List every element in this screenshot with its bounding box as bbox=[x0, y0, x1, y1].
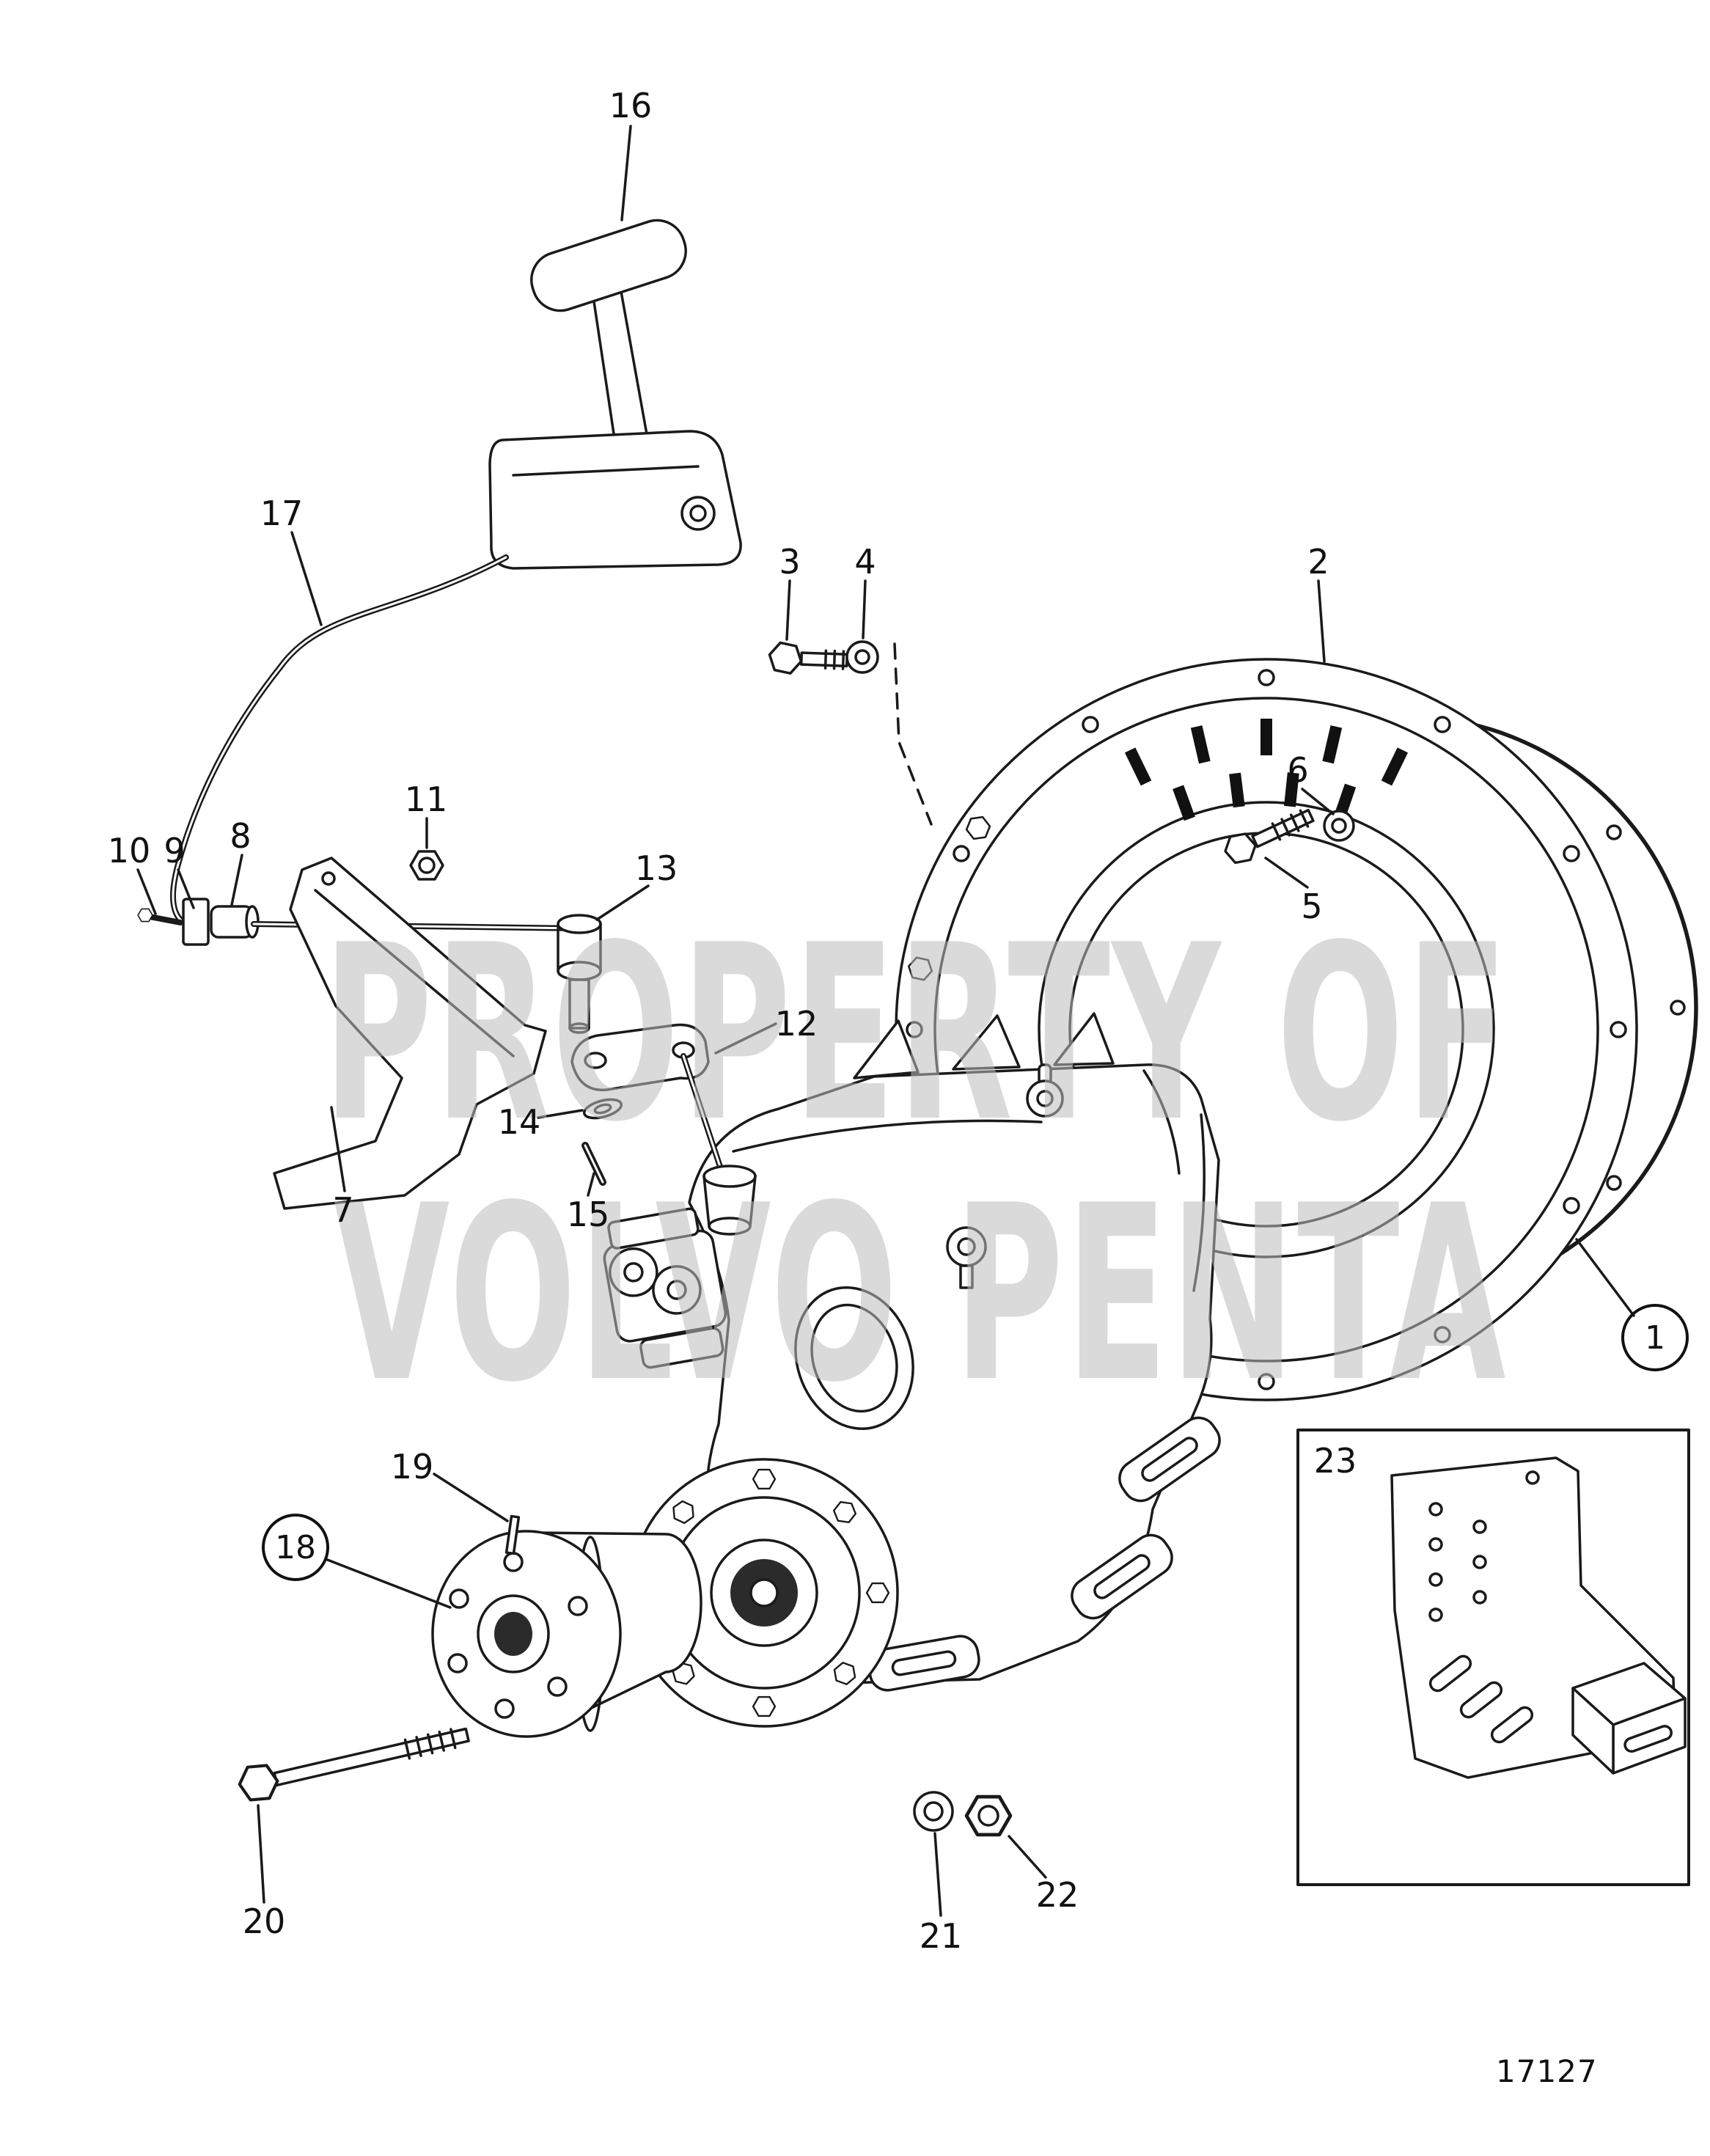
callout-11: 11 bbox=[404, 780, 448, 819]
callout-21: 21 bbox=[919, 1916, 963, 1956]
callout-10: 10 bbox=[107, 831, 151, 870]
callout-13: 13 bbox=[634, 848, 678, 888]
callout-2: 2 bbox=[1307, 542, 1329, 582]
callout-9: 9 bbox=[164, 831, 186, 870]
callout-1: 1 bbox=[1621, 1304, 1689, 1371]
callout-18: 18 bbox=[262, 1514, 329, 1581]
washer-4 bbox=[845, 640, 879, 674]
callout-8: 8 bbox=[230, 816, 252, 856]
callout-19: 19 bbox=[390, 1447, 434, 1486]
nut-11 bbox=[409, 850, 444, 881]
remote-control-head bbox=[488, 219, 742, 570]
bolt-3 bbox=[765, 639, 848, 677]
callout-6: 6 bbox=[1287, 750, 1309, 790]
callout-23: 23 bbox=[1313, 1441, 1357, 1481]
callout-17: 17 bbox=[260, 494, 304, 533]
alignment-dashes bbox=[893, 642, 933, 826]
nut-22 bbox=[966, 1797, 1010, 1835]
inset-bracket-box bbox=[1296, 1429, 1690, 1886]
bolt-20 bbox=[234, 1727, 470, 1805]
output-flange bbox=[629, 1458, 899, 1728]
washer-6 bbox=[1323, 810, 1355, 842]
cable-clamp bbox=[137, 898, 260, 946]
bolt-5 bbox=[1221, 808, 1315, 866]
shift-actuator-pump bbox=[603, 1207, 727, 1369]
callout-22: 22 bbox=[1035, 1875, 1079, 1915]
washer-21 bbox=[913, 1791, 954, 1832]
figure-number: 17127 bbox=[1496, 2053, 1598, 2089]
callout-16: 16 bbox=[609, 86, 653, 125]
cable-bracket bbox=[273, 857, 547, 1210]
callout-20: 20 bbox=[242, 1902, 286, 1941]
shift-linkage bbox=[557, 914, 757, 1236]
control-cable bbox=[170, 554, 509, 928]
shaft-coupling bbox=[431, 1530, 702, 1738]
callout-7: 7 bbox=[332, 1190, 354, 1230]
callout-3: 3 bbox=[779, 542, 801, 582]
leader-lines bbox=[136, 125, 1635, 1917]
callout-12: 12 bbox=[774, 1004, 818, 1044]
callout-14: 14 bbox=[497, 1102, 541, 1142]
callout-5: 5 bbox=[1301, 887, 1323, 926]
guide-pin-19 bbox=[504, 1514, 521, 1555]
side-port bbox=[794, 1286, 914, 1431]
callout-15: 15 bbox=[566, 1195, 610, 1234]
callout-4: 4 bbox=[854, 542, 876, 582]
